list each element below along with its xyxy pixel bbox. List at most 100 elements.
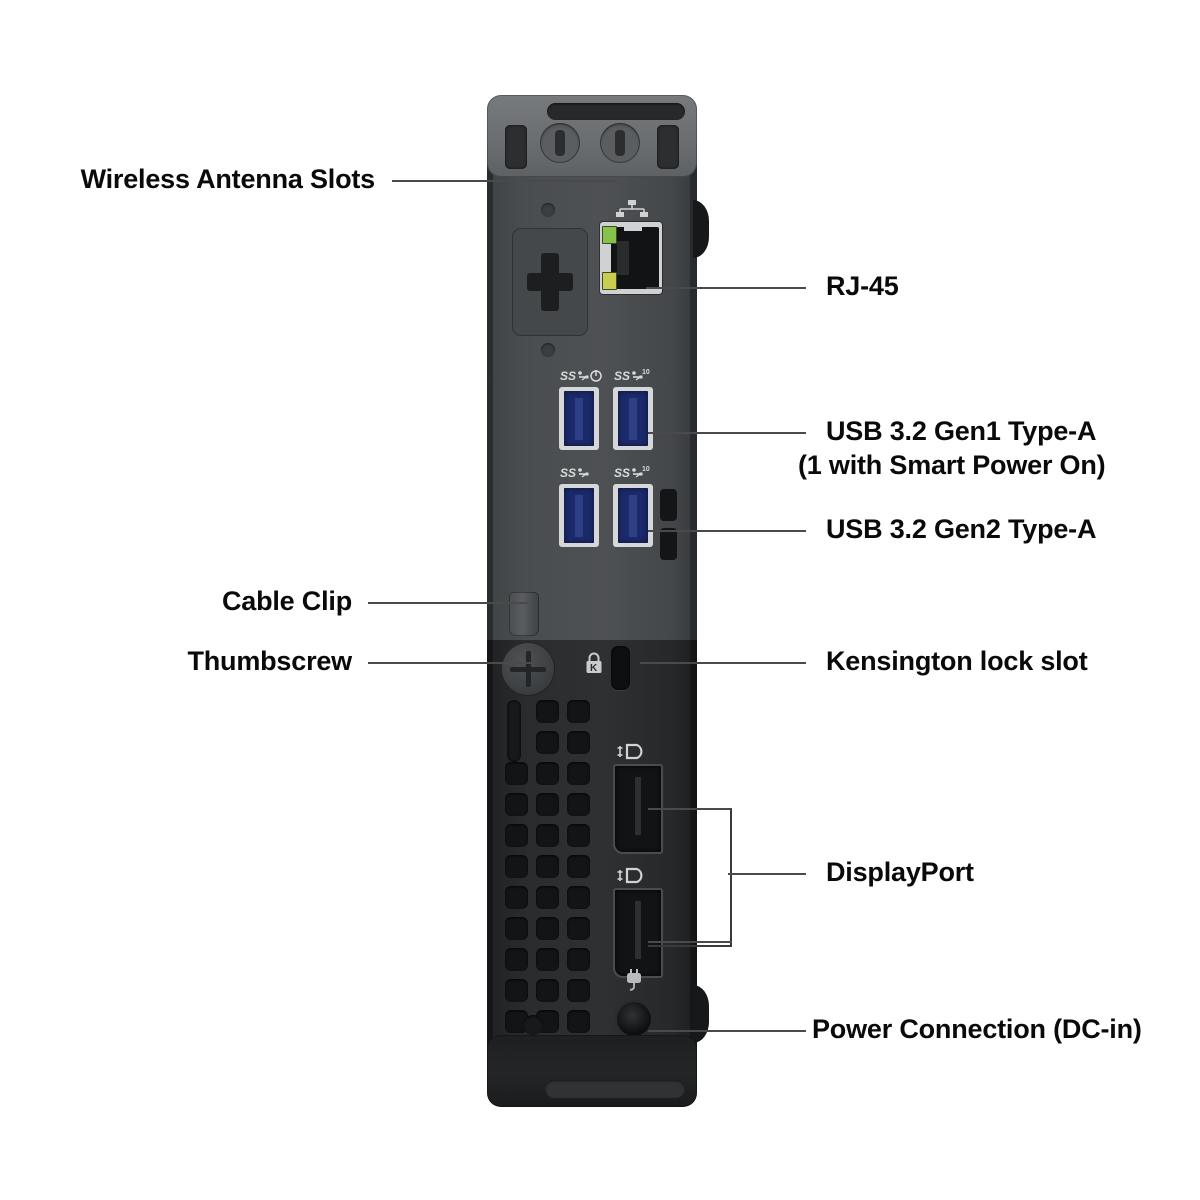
cross-vent-shape xyxy=(527,253,573,311)
kensington-lock-icon: K xyxy=(585,652,603,674)
displayport-icon-lower xyxy=(617,867,651,884)
label-text: Power Connection (DC-in) xyxy=(812,1014,1142,1044)
leader-displayport-upper xyxy=(648,808,732,810)
bottom-screw-hole xyxy=(523,1015,543,1035)
dc-in-power-jack xyxy=(615,1000,653,1038)
vent-hole xyxy=(567,855,590,878)
usb-port-gen2-right xyxy=(613,484,653,547)
usb-port-tongue xyxy=(575,495,583,537)
vent-hole xyxy=(567,762,590,785)
vent-hole xyxy=(536,762,559,785)
displayport-lower xyxy=(613,888,663,978)
label-displayport: DisplayPort xyxy=(826,856,974,890)
vent-hole xyxy=(567,700,590,723)
leader-usb-gen1 xyxy=(648,432,806,434)
vent-hole xyxy=(567,793,590,816)
side-vent-upper xyxy=(660,489,677,521)
vent-hole xyxy=(567,886,590,909)
vent-hole xyxy=(536,948,559,971)
vent-hole xyxy=(505,824,528,847)
vent-hole xyxy=(536,731,559,754)
usb-port-tongue xyxy=(575,398,583,440)
leader-usb-gen2 xyxy=(648,530,806,532)
vent-hole xyxy=(567,824,590,847)
svg-text:SS: SS xyxy=(614,466,630,480)
vent-hole xyxy=(567,948,590,971)
svg-text:K: K xyxy=(590,663,598,674)
label-power-connection: Power Connection (DC-in) xyxy=(812,1013,1142,1047)
vent-hole xyxy=(505,762,528,785)
displayport-icon-upper xyxy=(617,743,651,760)
wireless-antenna-slot-right xyxy=(600,123,640,163)
top-vent-left xyxy=(505,125,527,169)
vent-hole xyxy=(536,700,559,723)
usb-marking-gen2-left: SS xyxy=(560,465,604,481)
vent-hole xyxy=(536,824,559,847)
top-cap-lip xyxy=(547,103,685,120)
leader-cable-clip xyxy=(368,602,528,604)
rj45-port xyxy=(600,200,662,294)
vent-hole xyxy=(505,886,528,909)
wireless-antenna-slot-left xyxy=(540,123,580,163)
vent-hole xyxy=(536,855,559,878)
usb-port-gen1 xyxy=(613,387,653,450)
vent-hole xyxy=(536,886,559,909)
chassis-bottom-cap xyxy=(487,1035,697,1107)
leader-displayport xyxy=(728,873,806,875)
rubber-foot-bottom xyxy=(693,985,709,1043)
leader-kensington xyxy=(640,662,806,664)
chassis-edge-left xyxy=(487,155,493,1055)
chassis-edge-right xyxy=(690,155,697,1055)
leader-rj45 xyxy=(646,287,806,289)
vent-hole xyxy=(505,1010,528,1033)
label-kensington-lock-slot: Kensington lock slot xyxy=(826,645,1088,679)
usb-marking-gen1-power: SS xyxy=(560,368,604,384)
leader-thumbscrew xyxy=(368,662,531,664)
leader-displayport-lower xyxy=(648,941,732,943)
rj45-led-link xyxy=(602,272,617,290)
label-usb-gen1: USB 3.2 Gen1 Type-A (1 with Smart Power … xyxy=(798,415,1106,483)
usb-port-cavity xyxy=(564,391,594,446)
usb-marking-gen2-right: SS 10 xyxy=(614,465,658,481)
vent-hole xyxy=(567,731,590,754)
svg-text:SS: SS xyxy=(614,369,630,383)
label-thumbscrew: Thumbscrew xyxy=(0,645,352,679)
cable-clip xyxy=(509,592,539,636)
side-vent-lower xyxy=(660,528,677,560)
label-text: RJ-45 xyxy=(826,271,899,301)
vent-hole xyxy=(536,979,559,1002)
label-text: DisplayPort xyxy=(826,857,974,887)
thumbscrew xyxy=(501,642,555,696)
computer-chassis: SS SS xyxy=(487,95,709,1107)
label-cable-clip: Cable Clip xyxy=(0,585,352,619)
vent-hole xyxy=(505,917,528,940)
leader-wireless-antenna xyxy=(392,180,617,182)
vent-hole xyxy=(567,979,590,1002)
rj45-led-activity xyxy=(602,226,617,244)
leader-power xyxy=(648,1030,806,1032)
network-icon xyxy=(614,200,650,218)
vent-hole xyxy=(567,917,590,940)
usb-port-tongue xyxy=(629,495,637,537)
label-subtext: (1 with Smart Power On) xyxy=(798,449,1106,480)
vent-hole xyxy=(536,793,559,816)
svg-text:SS: SS xyxy=(560,466,576,480)
kensington-lock-slot xyxy=(611,646,630,690)
vent-slot-long xyxy=(507,700,521,762)
label-text: USB 3.2 Gen2 Type-A xyxy=(826,514,1097,544)
label-wireless-antenna-slots: Wireless Antenna Slots xyxy=(0,163,376,197)
chassis-top-cap xyxy=(487,95,697,177)
dc-power-icon xyxy=(623,967,645,991)
svg-text:10: 10 xyxy=(642,369,650,376)
usb-port-gen2-left xyxy=(559,484,599,547)
usb-port-gen1-smart-power xyxy=(559,387,599,450)
displayport-tongue xyxy=(635,901,641,959)
vent-hole xyxy=(505,793,528,816)
svg-text:10: 10 xyxy=(642,466,650,473)
label-text: Thumbscrew xyxy=(187,646,352,676)
cross-knockout-panel xyxy=(512,228,588,336)
label-rj45: RJ-45 xyxy=(826,270,899,304)
vent-hole xyxy=(536,917,559,940)
svg-text:SS: SS xyxy=(560,369,576,383)
panel-screw-lower xyxy=(541,343,555,357)
